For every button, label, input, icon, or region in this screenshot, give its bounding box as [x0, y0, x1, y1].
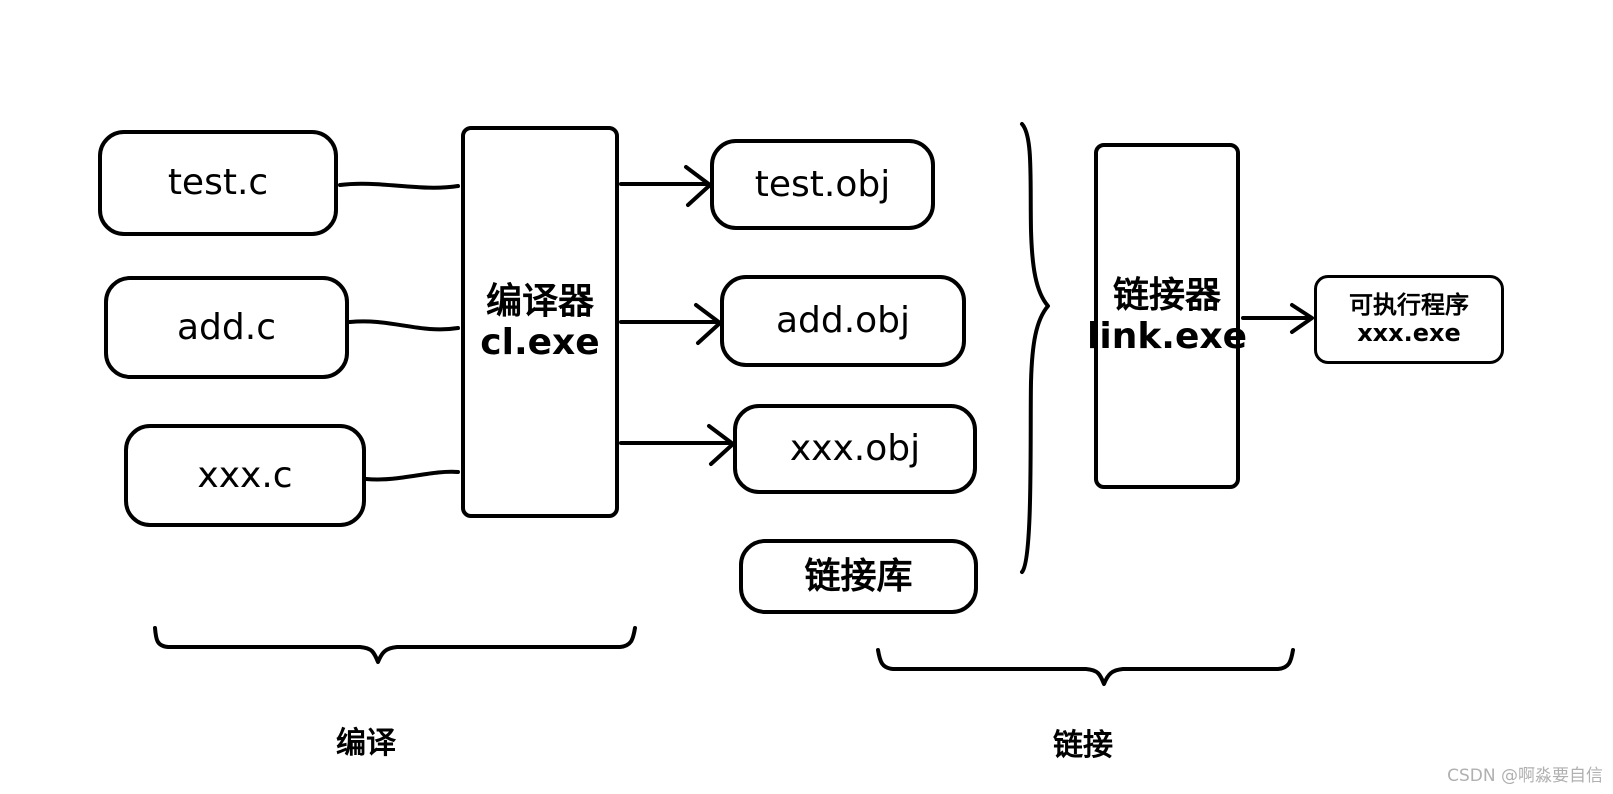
brace-objects-to-linker [1020, 122, 1050, 574]
node-xxx-obj[interactable]: xxx.obj [733, 404, 977, 494]
node-executable-label-line1: 可执行程序 [1349, 290, 1469, 319]
node-test-c[interactable]: test.c [98, 130, 338, 236]
node-add-c-label: add.c [177, 306, 276, 348]
node-add-obj[interactable]: add.obj [720, 275, 966, 367]
node-compiler[interactable]: 编译器 cl.exe [461, 126, 619, 518]
brace-compile [153, 626, 637, 664]
node-compiler-label-line1: 编译器 [485, 280, 594, 322]
node-add-c[interactable]: add.c [104, 276, 349, 379]
node-xxx-obj-label: xxx.obj [789, 428, 921, 470]
node-linker[interactable]: 链接器 link.exe [1087, 143, 1247, 489]
node-executable[interactable]: 可执行程序 xxx.exe [1314, 275, 1504, 364]
node-linker-label-line2: link.exe [1087, 316, 1247, 357]
brace-label-compile: 编译 [336, 726, 396, 761]
watermark: CSDN @啊淼要自信 [1447, 766, 1603, 786]
node-link-library[interactable]: 链接库 [739, 539, 978, 614]
arrowhead-executable [1290, 303, 1314, 334]
node-xxx-c[interactable]: xxx.c [124, 424, 366, 527]
edge-add-c-to-compiler [348, 319, 460, 332]
node-linker-label-line1: 链接器 [1112, 274, 1221, 316]
node-executable-label-line2: xxx.exe [1357, 318, 1461, 347]
node-compiler-label-line2: cl.exe [480, 322, 600, 363]
node-link-library-label: 链接库 [804, 555, 913, 597]
brace-link [876, 648, 1295, 686]
edge-test-c-to-compiler [338, 181, 460, 190]
node-xxx-c-label: xxx.c [197, 454, 293, 496]
node-add-obj-label: add.obj [775, 300, 911, 342]
node-test-c-label: test.c [167, 162, 269, 204]
edge-xxx-c-to-compiler [364, 469, 460, 482]
node-test-obj[interactable]: test.obj [710, 139, 935, 230]
brace-label-link: 链接 [1053, 728, 1113, 763]
node-test-obj-label: test.obj [754, 163, 891, 205]
